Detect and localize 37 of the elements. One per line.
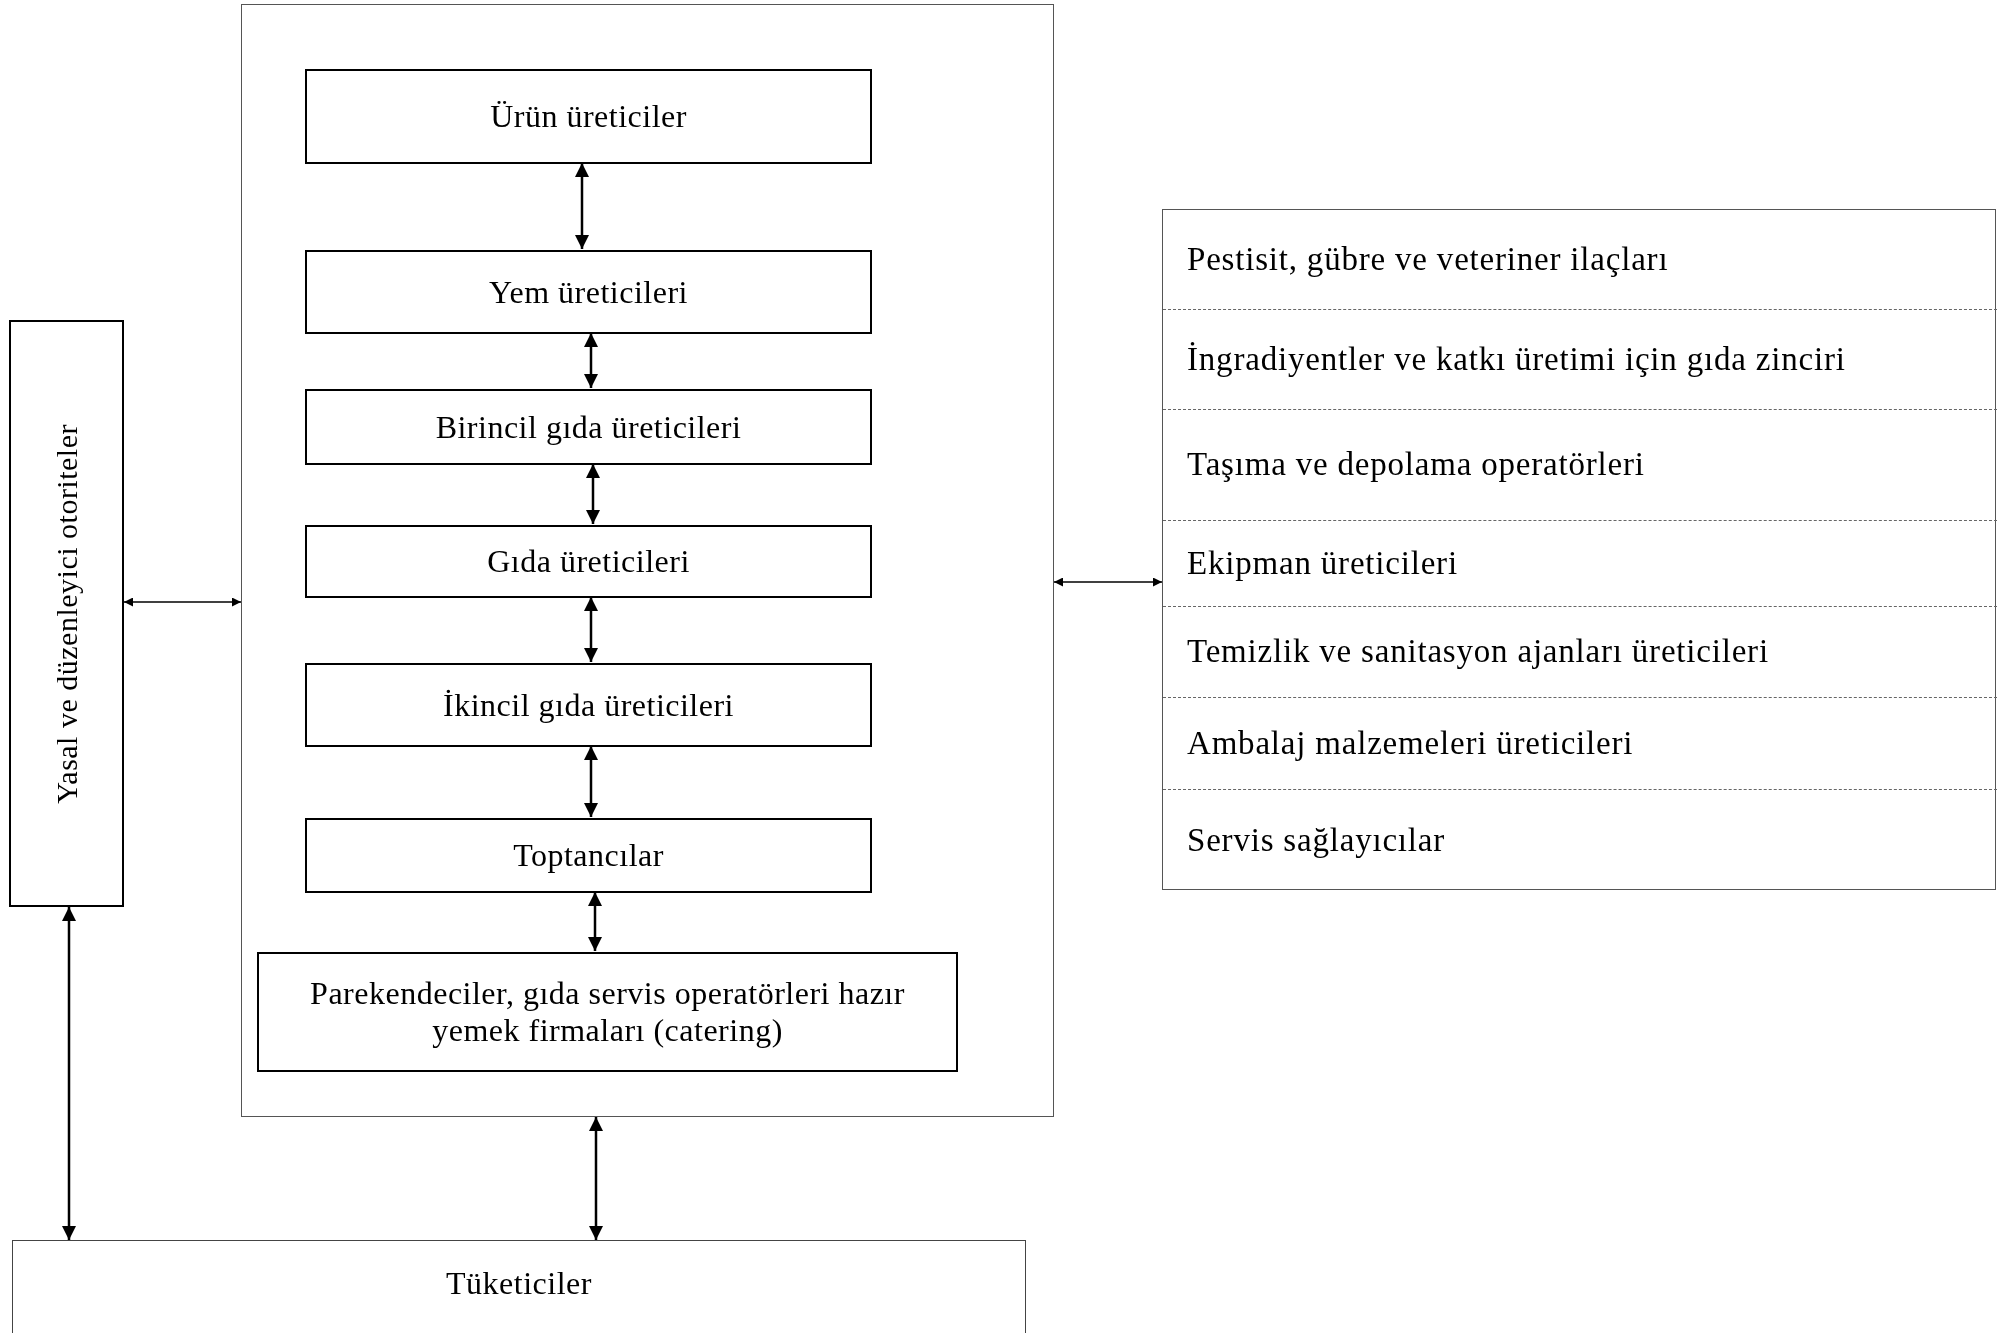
node-text: Birincil gıda üreticileri [435, 408, 742, 446]
process-box [12, 1240, 1026, 1333]
process-box [305, 663, 872, 747]
node-text: Ekipman üreticileri [1187, 543, 1458, 583]
node-text: Servis sağlayıcılar [1187, 820, 1446, 860]
node-text: Tüketiciler [446, 1265, 592, 1302]
node-text: Taşıma ve depolama operatörleri [1187, 445, 1645, 485]
group-box [241, 4, 1054, 1117]
arrow [123, 597, 242, 607]
group-box [1162, 209, 1996, 890]
process-box [305, 389, 872, 465]
node-text: Gıda üreticileri [487, 543, 690, 580]
node-text: Yem üreticileri [489, 273, 688, 311]
node-text: Ambalaj malzemeleri üreticileri [1187, 723, 1634, 763]
node-text: Toptancılar [513, 837, 664, 874]
arrow [589, 1117, 603, 1240]
process-box [305, 250, 872, 334]
process-box [257, 952, 958, 1072]
arrow [586, 464, 600, 524]
process-box [305, 69, 872, 164]
arrow [588, 892, 602, 951]
process-box [305, 525, 872, 598]
node-text: İkincil gıda üreticileri [443, 686, 734, 724]
node-text: Yasal ve düzenleyici otoriteler [49, 423, 84, 804]
arrow [62, 907, 76, 1240]
node-text: Ürün üreticiler [490, 98, 687, 135]
arrow [1053, 577, 1163, 587]
arrow [584, 597, 598, 662]
node-text: Temizlik ve sanitasyon ajanları üreticileri [1187, 632, 1769, 672]
process-box [305, 818, 872, 893]
arrow [584, 746, 598, 817]
node-text: Pestisit, gübre ve veteriner ilaçları [1187, 239, 1669, 279]
arrow [584, 333, 598, 388]
arrow [575, 163, 589, 249]
node-text: İngradiyentler ve katkı üretimi için gıda zinciri [1187, 339, 1846, 379]
process-box [9, 320, 124, 907]
node-text: Parekendeciler, gıda servis operatörleri hazır yemek firmaları (catering) [309, 975, 906, 1049]
